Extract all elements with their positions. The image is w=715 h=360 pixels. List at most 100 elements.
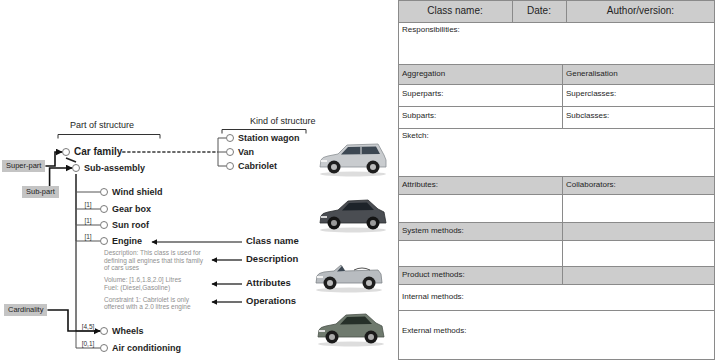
class-name: Wheels [112,325,144,337]
table-cell-label: Superparts: [402,89,443,98]
class-name: Wind shield [112,186,162,198]
connector [76,174,100,348]
tree-node: Wind shield [100,186,162,198]
connector-line [76,174,100,241]
tree-node: Cabriolet [226,160,277,172]
tree-node: Wheels [100,325,144,337]
connector [76,174,100,331]
car-photo [316,265,382,293]
connector-line [45,152,62,166]
table-cell-label: Collaborators: [566,180,616,189]
connector-line [122,152,218,153]
part-bracket [58,135,160,139]
connector [76,174,100,209]
node-circle [100,237,108,245]
tree-node: EngineDescription: This class is used fo… [100,235,204,311]
table-cell-label: System methods: [402,226,464,235]
table-frame [399,1,715,360]
diagram-label: Description [246,254,298,265]
cardinality-label: [1] [83,217,92,224]
node-circle [100,205,108,213]
cardinality-label: [1] [83,233,92,240]
connector [47,310,100,331]
class-name: Car family [74,146,122,158]
tree-node: Air conditioning [100,342,181,354]
connector-line [47,310,100,331]
connector-line [218,152,226,166]
class-name: Sub-assembly [84,162,145,174]
node-circle [226,162,234,170]
node-circle [100,327,108,335]
class-name: Air conditioning [112,342,181,354]
connector-line [76,174,100,209]
role-box: Sub-part [22,186,59,198]
role-label: Cardinality [8,305,43,314]
table-cell-label: Responsibilities: [402,25,460,34]
table-cell-label: Internal methods: [402,292,464,301]
tree-node: Gear box [100,203,151,215]
car-photo [318,314,384,347]
diagram-label: Attributes [246,278,291,289]
node-circle [226,148,234,156]
diagram-label: Operations [246,296,296,307]
node-circle [62,148,70,156]
table-cell-label: Class name: [398,5,512,17]
connector-line [50,168,72,186]
diagram-label: Class name [246,236,299,247]
connector [45,152,62,166]
car-photo [320,200,386,233]
node-circle [100,221,108,229]
connector-line [218,152,226,153]
class-name: Engine [112,235,204,247]
connector-line [76,174,100,225]
connector-line [122,152,218,153]
connector [76,174,100,225]
connector [76,174,100,241]
table-cell-label: Date: [512,5,566,17]
table-cell-label: Aggregation [402,69,445,78]
kind-bracket [222,130,306,134]
table-cell-label: Sketch: [402,131,429,140]
tree-node: Station wagon [226,132,300,144]
table-cell-label: Generalisation [566,69,618,78]
connector [50,168,72,186]
table-cell-label: Superclasses: [566,89,616,98]
connector-line [218,138,226,152]
connector-line [76,174,100,192]
role-box: Super-part [2,160,45,172]
table-cell-label: Product methods: [402,270,465,279]
role-label: Super-part [6,161,41,170]
table-cell-label: Subparts: [402,111,436,120]
class-detail: Constraint 1: Cabriolet is only offered … [104,296,204,311]
class-name: Van [238,146,254,158]
connector-line [76,174,100,331]
cardinality-label: [1] [83,201,92,208]
connector-line [66,158,76,162]
table-cell-label: Attributes: [402,180,438,189]
table-cell-label: External methods: [402,326,466,335]
cardinality-label: [0,1] [81,340,96,347]
role-box: Cardinality [4,304,47,316]
node-circle [72,164,80,172]
table-shading [399,1,714,284]
class-detail: Fuel: (Diesel,Gasoline) [104,284,204,292]
class-name: Station wagon [238,132,300,144]
car-photo [320,144,386,177]
diagram-label: Part of structure [70,120,134,130]
table-cell-label: Subclasses: [566,111,609,120]
connector [76,174,100,192]
table-cell-label: Author/version: [566,5,715,17]
class-name: Cabriolet [238,160,277,172]
table-grid [398,0,715,311]
role-label: Sub-part [26,187,55,196]
tree-node: Van [226,146,254,158]
node-circle [100,344,108,352]
node-circle [100,188,108,196]
class-detail: Volume: [1.6,1.8,2.0] Litres [104,276,204,284]
connector [66,158,76,162]
connector [122,138,226,152]
connector-line [122,152,218,153]
tree-node: Sub-assembly [72,162,145,174]
node-circle [226,134,234,142]
